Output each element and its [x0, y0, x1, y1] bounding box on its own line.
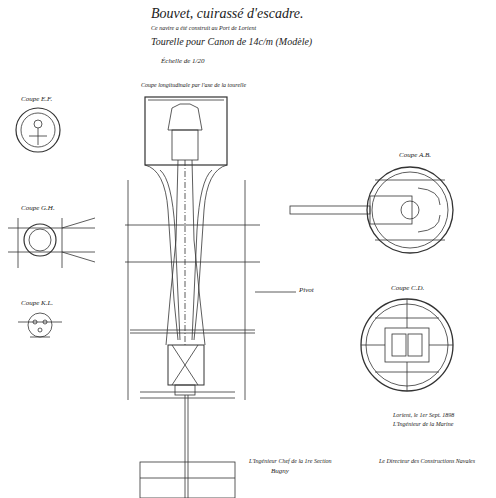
section-title: Coupe A.B. — [398, 152, 432, 160]
signature-note: L'Ingénieur de la Marine — [392, 421, 454, 428]
section-title: Coupe E.F. — [20, 96, 53, 104]
section-title: Coupe G.H. — [20, 205, 56, 213]
section-ef — [16, 108, 60, 152]
signature-note: Le Directeur des Constructions Navales — [378, 458, 476, 465]
section-gh — [8, 218, 95, 268]
signature: Bugny — [270, 468, 290, 476]
part-name: Pivot — [298, 287, 315, 295]
section-ab — [290, 167, 453, 253]
date-note: Lorient, le 1er Sept. 1898 — [392, 412, 455, 419]
pivot-leader — [255, 292, 296, 293]
sheet-title: Bouvet, cuirassé d'escadre. — [150, 6, 305, 21]
signature-note: L'Ingénieur Chef de la 1re Section — [248, 458, 333, 465]
section-title: Coupe longitudinale par l'axe de la tour… — [140, 82, 247, 89]
sheet-note: Ce navire a été construit au Port de Lor… — [150, 25, 257, 32]
scale-note: Échelle de 1/20 — [160, 58, 206, 66]
section-title: Coupe K.L. — [20, 300, 54, 308]
sheet-subtitle: Tourelle pour Canon de 14c/m (Modèle) — [150, 36, 313, 47]
section-kl — [18, 313, 62, 337]
section-cd — [361, 299, 453, 391]
longitudinal-section — [125, 97, 260, 498]
section-title: Coupe C.D. — [390, 285, 425, 293]
